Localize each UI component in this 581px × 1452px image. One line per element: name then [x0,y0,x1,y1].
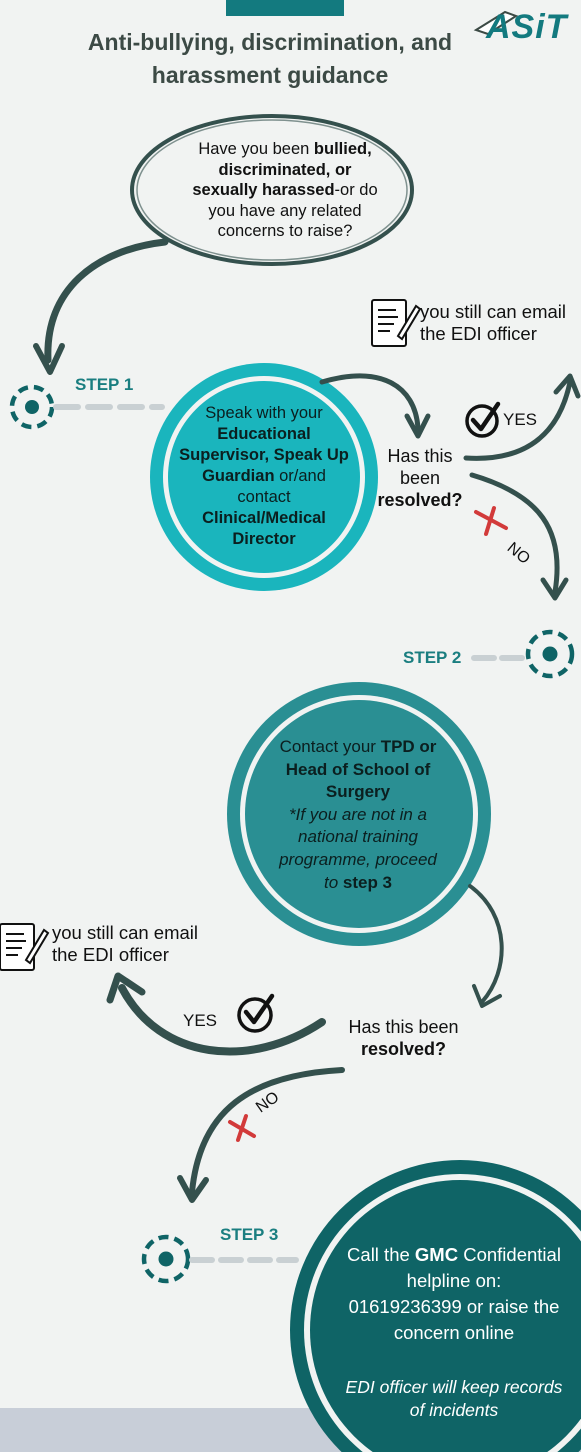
check-circle-icon-top [465,401,501,438]
intro-bubble-outline [130,114,414,266]
step2-label: STEP 2 [403,648,462,667]
edi-note-top: you still can email the EDI officer [420,301,567,344]
step3-text: Call the GMC Confidential helpline on: 0… [347,1244,561,1343]
step1-text: Speak with your Educational Supervisor, … [179,404,349,548]
asit-logo: ASiT [486,8,568,46]
step3-label: STEP 3 [220,1225,279,1244]
top-accent-bar [226,0,344,16]
arrow-bubble-to-step1 [44,238,169,364]
cross-icon-mid [228,1114,256,1142]
document-pencil-icon-top [371,299,422,347]
yes-label-top: YES [503,410,538,429]
arrow-yes-top [463,379,573,461]
step3-circle-fill [310,1180,581,1452]
step1-label: STEP 1 [75,375,134,394]
step3-note: EDI officer will keep records of inciden… [345,1377,563,1420]
step2-text: Contact your TPD or Head of School of Su… [279,737,437,892]
document-pencil-icon-mid [0,923,50,971]
check-circle-icon-mid [237,993,275,1033]
asit-logo-icon [473,10,519,36]
question1: Has this been resolved? [377,446,463,510]
intro-question: Have you been bullied, discriminated, or… [192,140,378,240]
step1-target-icon [9,384,55,430]
step2-target-icon [525,629,575,679]
cross-icon-top [474,506,508,536]
step1-circle-fill [168,381,360,573]
step3-target-icon [141,1234,191,1284]
arrow-yes-mid [118,984,326,1056]
question2: Has this been resolved? [348,1017,459,1059]
arrow-no-mid [189,1067,345,1195]
step2-circle-fill [245,700,473,928]
yes-label-mid: YES [183,1011,218,1030]
arrow-no-top [469,472,560,595]
page-title: Anti-bullying, discrimination, and haras… [87,29,453,88]
edi-note-mid: you still can email the EDI officer [52,922,199,965]
